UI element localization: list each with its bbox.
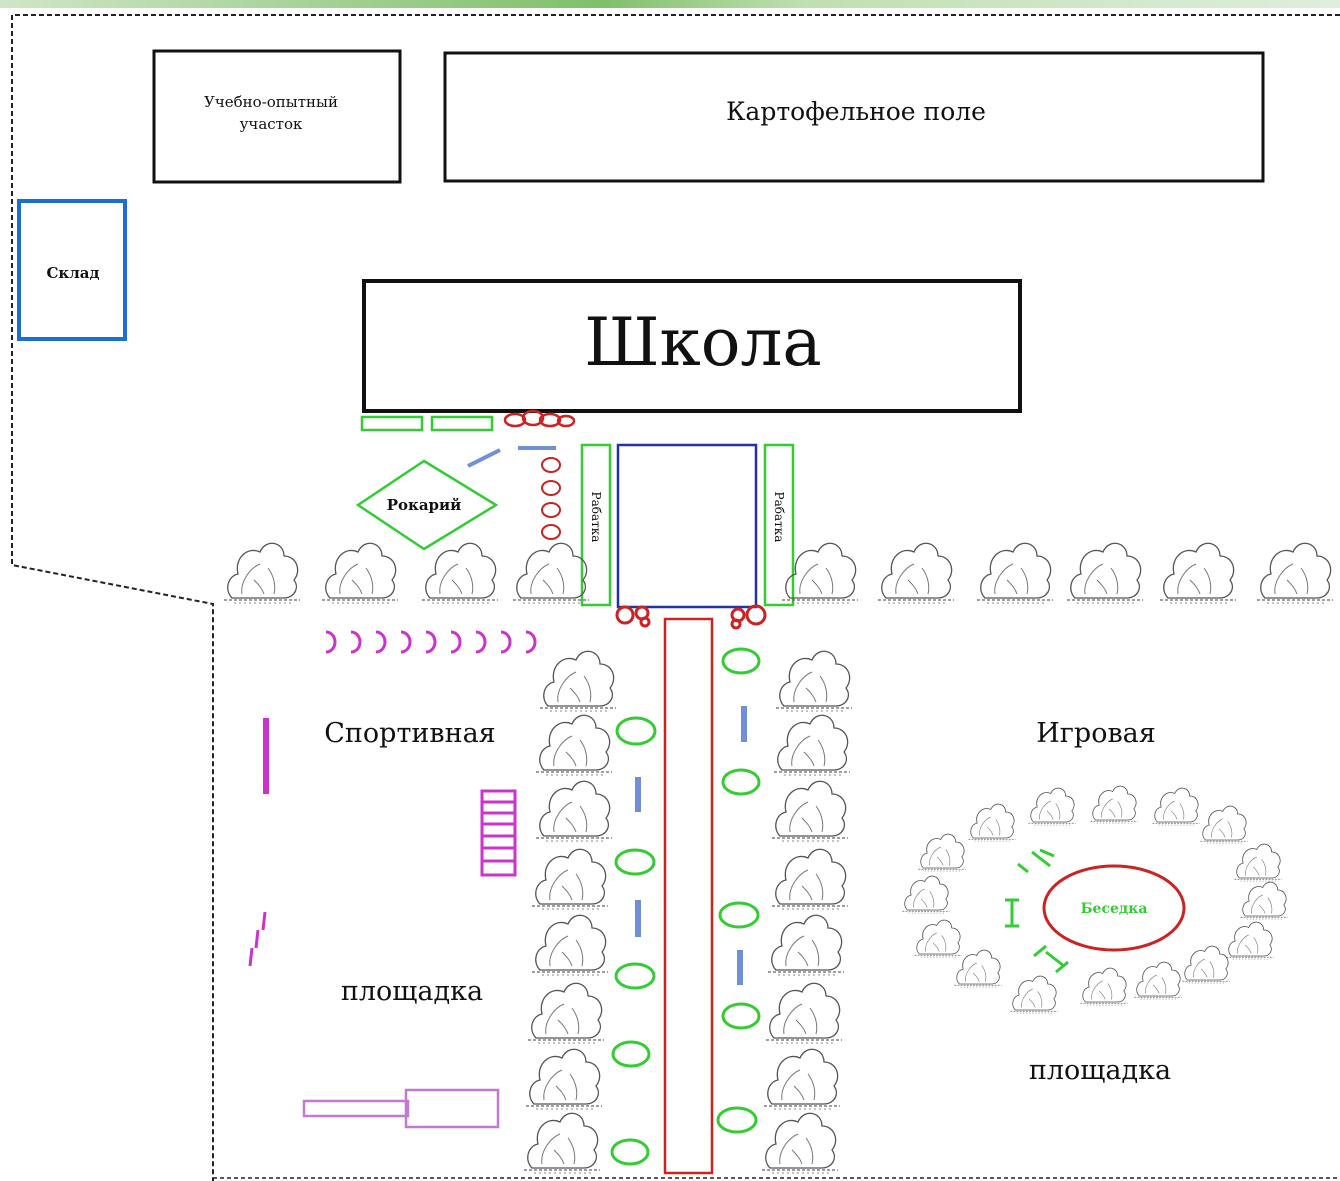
red-circle-column	[541, 457, 561, 540]
flowerbed-left-2	[430, 415, 494, 432]
sports-label-line1: Спортивная	[324, 718, 495, 749]
tree-row	[223, 542, 1334, 604]
sports-arcs	[325, 630, 537, 654]
sports-steps	[248, 911, 267, 967]
gazebo	[1042, 864, 1186, 952]
tree-icon	[761, 1112, 839, 1174]
rabatka-left-label: Рабатка	[589, 492, 603, 543]
sports-label-line2: площадка	[341, 976, 483, 1007]
flowerbed-left-1	[360, 415, 424, 432]
bench-rockery-1	[467, 448, 501, 468]
school-label: Школа	[584, 304, 822, 381]
tree-icon	[527, 982, 605, 1044]
rabatka-right	[763, 443, 795, 607]
tree-icon	[523, 1112, 601, 1174]
tree-icon	[1066, 542, 1144, 604]
main-path	[663, 617, 714, 1175]
red-flower-pot-left	[615, 605, 651, 628]
territory-boundary	[11, 14, 1340, 1181]
tree-icon	[771, 780, 849, 842]
experimental-plot-box	[152, 49, 402, 184]
tree-icon	[1080, 967, 1128, 1006]
warehouse-box	[17, 199, 127, 341]
entrance-courtyard	[616, 443, 758, 609]
rockery-diamond	[355, 459, 499, 551]
tree-icon	[771, 848, 849, 910]
rabatka-right-label: Рабатка	[772, 492, 786, 543]
tree-icon	[765, 982, 843, 1044]
tree-column-right	[761, 650, 853, 1174]
tree-icon	[1240, 881, 1288, 920]
tree-icon	[914, 919, 962, 958]
red-flower-cluster	[503, 409, 576, 428]
sports-ladder	[480, 789, 517, 877]
tree-icon	[976, 542, 1054, 604]
tree-icon	[223, 542, 301, 604]
tree-column-left	[523, 650, 617, 1174]
rabatka-left	[580, 443, 612, 607]
tree-icon	[918, 833, 966, 872]
tree-icon	[773, 714, 851, 776]
tree-icon	[1234, 843, 1282, 882]
tree-icon	[877, 542, 955, 604]
path-benches	[635, 706, 747, 985]
play-label-line2: площадка	[1029, 1055, 1171, 1086]
tree-icon	[535, 714, 613, 776]
warehouse-label: Склад	[46, 264, 99, 282]
tree-icon	[1200, 805, 1248, 844]
tree-icon	[1134, 961, 1182, 1000]
tree-icon	[1028, 787, 1076, 826]
tree-icon	[1152, 787, 1200, 826]
tree-icon	[531, 914, 609, 976]
red-flower-pot-right	[730, 604, 767, 630]
tree-icon	[763, 1048, 841, 1110]
tree-icon	[531, 848, 609, 910]
gazebo-benches	[1005, 848, 1069, 974]
tree-icon	[1159, 542, 1237, 604]
potato-field-box	[443, 51, 1265, 183]
tree-icon	[1256, 542, 1334, 604]
tree-icon	[902, 875, 950, 914]
school-building	[362, 279, 1022, 413]
tree-icon	[1226, 921, 1274, 960]
tree-icon	[775, 650, 853, 712]
rockery-label: Рокарий	[387, 496, 462, 514]
top-decorative-bar	[0, 0, 1340, 8]
potato-field-label: Картофельное поле	[726, 97, 986, 126]
play-label-line1: Игровая	[1036, 718, 1156, 749]
tree-icon	[321, 542, 399, 604]
tree-icon	[421, 542, 499, 604]
experimental-plot-label-2: участок	[240, 115, 303, 133]
tree-icon	[512, 542, 590, 604]
tree-icon	[968, 803, 1016, 842]
play-area-trees	[902, 785, 1288, 1014]
tree-icon	[1090, 785, 1138, 824]
tree-icon	[1010, 975, 1058, 1014]
green-flower-pots	[610, 647, 761, 1166]
tree-icon	[539, 650, 617, 712]
tree-icon	[535, 780, 613, 842]
gazebo-label: Беседка	[1081, 901, 1148, 917]
tree-icon	[1182, 945, 1230, 984]
tree-icon	[525, 1048, 603, 1110]
tree-icon	[954, 949, 1002, 988]
experimental-plot-label-1: Учебно-опытный	[204, 93, 338, 111]
sports-structure	[302, 1088, 500, 1129]
tree-icon	[767, 914, 845, 976]
